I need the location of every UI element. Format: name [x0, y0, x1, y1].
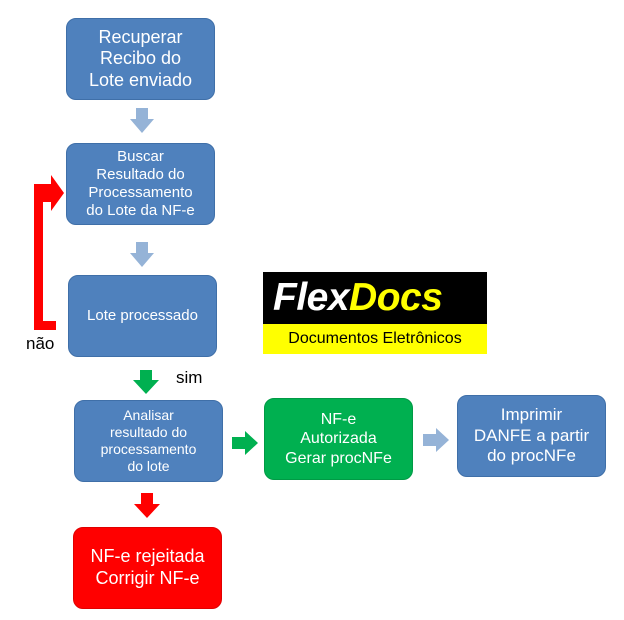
arrow-lote-to-analisar — [133, 370, 159, 394]
arrow-recuperar-to-buscar — [130, 108, 154, 133]
arrow-analisar-to-rejeitada — [134, 493, 160, 518]
arrow-analisar-to-autorizada — [232, 431, 258, 455]
flexdocs-logo: FlexDocs Documentos Eletrônicos — [263, 272, 487, 354]
imprimir-danfe-box: Imprimir DANFE a partir do procNFe — [457, 395, 606, 477]
nfe-rejeitada-box: NF-e rejeitada Corrigir NF-e — [73, 527, 222, 609]
arrow-loop-nao — [34, 175, 64, 330]
logo-flex-text: Flex — [273, 276, 350, 319]
arrow-buscar-to-lote — [130, 242, 154, 267]
buscar-resultado-box: Buscar Resultado do Processamento do Lot… — [66, 143, 215, 225]
nfe-autorizada-box: NF-e Autorizada Gerar procNFe — [264, 398, 413, 480]
logo-wordmark: FlexDocs — [263, 272, 487, 324]
lote-processado-box: Lote processado — [68, 275, 217, 357]
label-nao: não — [26, 334, 55, 353]
arrow-autorizada-to-imprimir — [423, 428, 449, 452]
recuperar-recibo-box: Recuperar Recibo do Lote enviado — [66, 18, 215, 100]
logo-docs-text: Docs — [349, 276, 443, 319]
logo-tagline: Documentos Eletrônicos — [263, 324, 487, 354]
label-sim: sim — [176, 368, 203, 387]
analisar-resultado-box: Analisar resultado do processamento do l… — [74, 400, 223, 482]
